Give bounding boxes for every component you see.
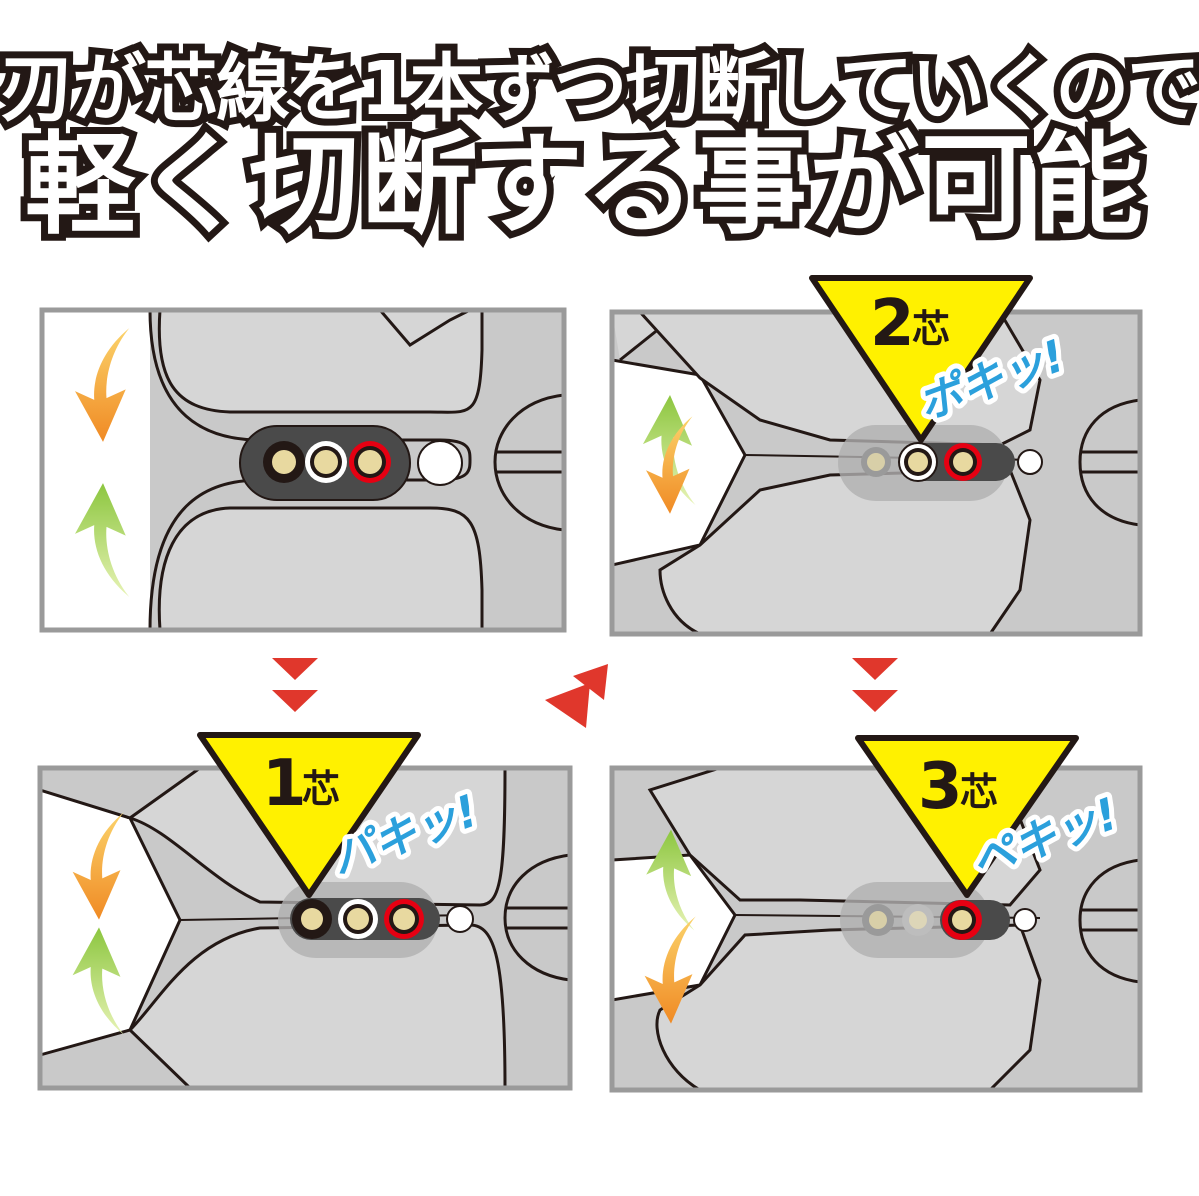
- flow-triangle-icon: [272, 658, 318, 712]
- step-2-unit: 芯: [912, 307, 950, 351]
- callout-step-2: 2 芯 ポキッ!: [809, 275, 1077, 443]
- panel-third-core: [609, 765, 1143, 1093]
- flow-triangle-icon: [852, 658, 898, 712]
- wire-cross-section-icon: [840, 882, 1037, 958]
- panel-open-jaws: [39, 307, 567, 633]
- step-1-number: 1: [262, 747, 307, 821]
- step-2-number: 2: [870, 287, 915, 361]
- wire-cross-section-icon: [239, 425, 463, 501]
- step-3-number: 3: [918, 750, 963, 824]
- wire-cross-section-icon: [278, 882, 474, 958]
- cutting-diagram: 2 芯 ポキッ! 1 芯 パキッ! 3 芯 ペキッ!: [37, 275, 1143, 1093]
- step-3-unit: 芯: [960, 770, 998, 814]
- flow-arrows: [272, 658, 898, 728]
- step-1-unit: 芯: [302, 767, 340, 811]
- flow-triangle-icon: [545, 664, 608, 728]
- wire-cross-section-icon: [838, 425, 1043, 501]
- headline-line-1: 刃が芯線を1本ずつ切断していくので: [0, 45, 1199, 133]
- headline-line-2: 軽く切断する事が可能: [18, 121, 1150, 249]
